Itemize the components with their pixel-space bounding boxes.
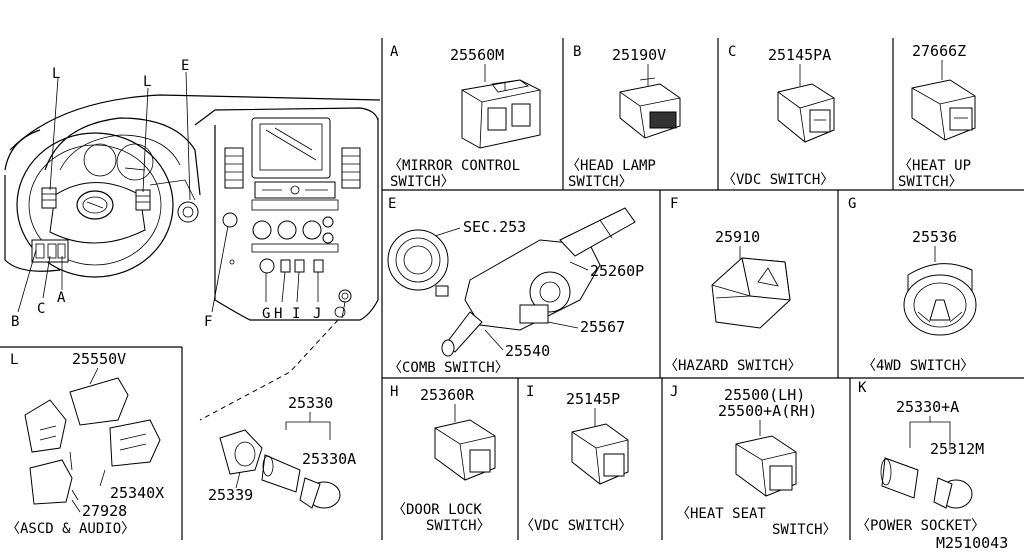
- part-number-25190v[interactable]: 25190V: [612, 46, 666, 64]
- part-number-25260p[interactable]: 25260P: [590, 262, 644, 280]
- part-number-25145pa[interactable]: 25145PA: [768, 46, 831, 64]
- steering-switch-drawings: [24, 377, 161, 505]
- panel-b-letter: B: [573, 44, 581, 60]
- panel-a-caption-1: 〈MIRROR CONTROL: [388, 158, 520, 174]
- part-number-25330[interactable]: 25330: [288, 394, 333, 412]
- hazard-switch-drawing: [711, 257, 791, 329]
- callout-l-1: L: [52, 66, 60, 82]
- heat-seat-switch-drawing: [735, 435, 797, 497]
- callout-a: A: [57, 290, 66, 306]
- part-number-25560m[interactable]: 25560M: [450, 46, 504, 64]
- panel-b-caption-2: SWITCH〉: [568, 174, 633, 190]
- panel-grid: [0, 38, 1024, 540]
- callout-h: H: [274, 306, 282, 322]
- part-number-25500-lh[interactable]: 25500(LH): [724, 386, 805, 404]
- panel-a-mirror-control: A 25560M 〈MIRROR CONTROL SWITCH〉: [388, 44, 541, 190]
- power-socket-drawing: [880, 457, 973, 509]
- part-number-25500a-rh[interactable]: 25500+A(RH): [718, 402, 817, 420]
- part-number-25330a[interactable]: 25330A: [302, 450, 356, 468]
- panel-l-caption-1: 〈ASCD & AUDIO〉: [6, 521, 135, 537]
- panel-e-caption-1: 〈COMB SWITCH〉: [388, 360, 509, 376]
- overview-callouts: L L E B C A F G H I J: [11, 58, 321, 330]
- part-number-25330a-k[interactable]: 25330+A: [896, 398, 959, 416]
- panel-c-caption-1: 〈VDC SWITCH〉: [722, 172, 834, 188]
- part-number-25540[interactable]: 25540: [505, 342, 550, 360]
- panel-f-hazard: F 25910 〈HAZARD SWITCH〉: [664, 196, 802, 374]
- panel-c-letter: C: [728, 44, 736, 60]
- panel-i-letter: I: [526, 384, 534, 400]
- panel-j-caption-2: SWITCH〉: [772, 522, 837, 538]
- diagram-id: M2510043: [936, 534, 1008, 552]
- part-number-sec253[interactable]: SEC.253: [463, 218, 526, 236]
- 4wd-switch-drawing: [903, 263, 977, 336]
- panel-e-letter: E: [388, 196, 396, 212]
- panel-l-letter: L: [10, 352, 18, 368]
- door-lock-switch-drawing: [434, 419, 496, 481]
- dashboard-overview: [4, 94, 381, 321]
- vdc-switch-2-drawing: [571, 423, 629, 485]
- callout-f: F: [204, 314, 212, 330]
- panel-h-letter: H: [390, 384, 398, 400]
- callout-b: B: [11, 314, 19, 330]
- panel-a-caption-2: SWITCH〉: [390, 174, 455, 190]
- part-number-25360r[interactable]: 25360R: [420, 386, 475, 404]
- panel-heat-up-caption-2: SWITCH〉: [898, 174, 963, 190]
- mirror-switch-drawing: [461, 79, 541, 149]
- part-number-25910[interactable]: 25910: [715, 228, 760, 246]
- part-number-25339[interactable]: 25339: [208, 486, 253, 504]
- panel-i-caption-1: 〈VDC SWITCH〉: [520, 518, 632, 534]
- callout-c: C: [37, 301, 45, 317]
- panel-j-letter: J: [670, 384, 678, 400]
- part-number-27666z[interactable]: 27666Z: [912, 42, 966, 60]
- part-number-25145p[interactable]: 25145P: [566, 390, 620, 408]
- panel-k-power-socket: K 25330+A 25312M 〈POWER SOCKET〉: [856, 380, 985, 534]
- callout-g: G: [262, 306, 270, 322]
- panel-a-letter: A: [390, 44, 399, 60]
- panel-l-ascd-audio: L 25550V 25340X 27928 〈ASCD & AUDIO〉: [6, 350, 164, 537]
- panel-f-letter: F: [670, 196, 678, 212]
- panel-h-door-lock: H 25360R 〈DOOR LOCK SWITCH〉: [390, 384, 496, 534]
- panel-heat-up-caption-1: 〈HEAT UP: [898, 158, 971, 174]
- panel-g-caption-1: 〈4WD SWITCH〉: [862, 358, 974, 374]
- panel-heat-up: 27666Z 〈HEAT UP SWITCH〉: [898, 42, 976, 190]
- vdc-switch-drawing: [777, 83, 835, 143]
- panel-b-head-lamp: B 25190V 〈HEAD LAMP SWITCH〉: [566, 44, 681, 190]
- panel-k-caption-1: 〈POWER SOCKET〉: [856, 518, 985, 534]
- part-number-25567[interactable]: 25567: [580, 318, 625, 336]
- head-lamp-switch-drawing: [619, 77, 681, 139]
- panel-g-letter: G: [848, 196, 856, 212]
- callout-e: E: [181, 58, 189, 74]
- socket-assembly: 25330 25330A 25339: [208, 394, 356, 509]
- panel-c-vdc: C 25145PA 〈VDC SWITCH〉: [722, 44, 835, 188]
- callout-i: I: [292, 306, 300, 322]
- panel-h-caption-2: SWITCH〉: [426, 518, 491, 534]
- panel-h-caption-1: 〈DOOR LOCK: [392, 502, 482, 518]
- part-number-27928[interactable]: 27928: [82, 502, 127, 520]
- panel-b-caption-1: 〈HEAD LAMP: [566, 158, 656, 174]
- part-number-25340x[interactable]: 25340X: [110, 484, 164, 502]
- panel-i-vdc: I 25145P 〈VDC SWITCH〉: [520, 384, 632, 534]
- panel-j-caption-1: 〈HEAT SEAT: [676, 506, 766, 522]
- overview-leaders: [17, 71, 346, 421]
- heat-up-switch-drawing: [911, 79, 976, 141]
- panel-k-letter: K: [858, 380, 867, 396]
- callout-j: J: [313, 306, 321, 322]
- part-number-25550v[interactable]: 25550V: [72, 350, 126, 368]
- panel-j-heat-seat: J 25500(LH) 25500+A(RH) 〈HEAT SEAT SWITC…: [670, 384, 837, 538]
- callout-l-2: L: [143, 74, 151, 90]
- part-number-25312m[interactable]: 25312M: [930, 440, 984, 458]
- clock-spring-drawing: [387, 229, 449, 297]
- panel-e-comb-switch: E SEC.253 25260P 25567 25540 〈COMB SWITC…: [387, 196, 644, 376]
- panel-f-caption-1: 〈HAZARD SWITCH〉: [664, 358, 802, 374]
- comb-switch-drawing: [441, 207, 636, 357]
- panel-g-4wd: G 25536 〈4WD SWITCH〉: [848, 196, 977, 374]
- socket-parts-drawing: [219, 429, 341, 509]
- part-number-25536[interactable]: 25536: [912, 228, 957, 246]
